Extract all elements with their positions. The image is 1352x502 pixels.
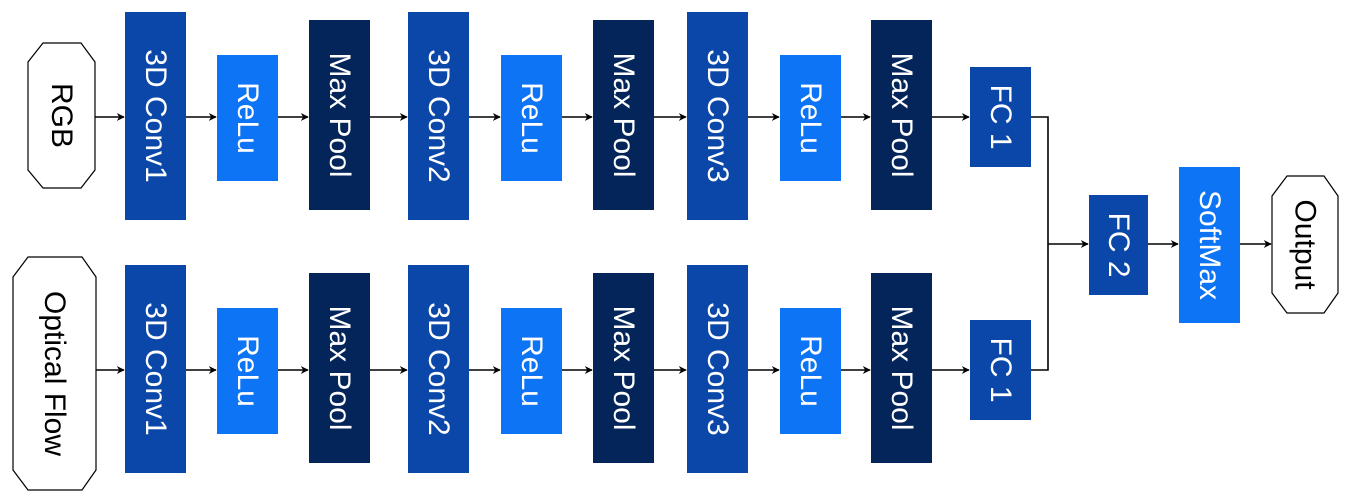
block-bottom-pool1 xyxy=(309,273,370,463)
block-top-pool3-label: Max Pool xyxy=(885,52,918,177)
block-bottom-relu2-label: ReLu xyxy=(515,335,548,407)
block-top-relu1 xyxy=(217,55,278,181)
output-terminal xyxy=(1271,175,1339,314)
block-bottom-conv3-label: 3D Conv3 xyxy=(701,302,734,435)
block-top-relu3-label: ReLu xyxy=(794,82,827,154)
block-softmax-label: SoftMax xyxy=(1193,190,1226,300)
block-bottom-conv1-label: 3D Conv1 xyxy=(139,302,172,435)
block-top-relu1-label: ReLu xyxy=(231,82,264,154)
block-top-conv2-label: 3D Conv2 xyxy=(422,49,455,182)
block-bottom-pool1-label: Max Pool xyxy=(323,305,356,430)
merge-line-top xyxy=(1031,116,1049,244)
input-terminal-optical-flow xyxy=(12,256,97,491)
block-top-conv1-label: 3D Conv1 xyxy=(139,49,172,182)
input-terminal-rgb xyxy=(27,42,96,189)
block-bottom-conv2 xyxy=(408,265,469,473)
block-bottom-pool2 xyxy=(593,273,654,463)
block-top-pool3 xyxy=(871,20,932,210)
merge-connector xyxy=(1031,116,1272,371)
block-fc2 xyxy=(1089,195,1148,295)
block-top-conv3-label: 3D Conv3 xyxy=(701,49,734,182)
block-top-conv1 xyxy=(125,12,186,220)
block-bottom-pool3-label: Max Pool xyxy=(885,305,918,430)
block-top-pool1 xyxy=(309,20,370,210)
block-bottom-relu3-label: ReLu xyxy=(794,335,827,407)
optical-flow-stream: Optical Flow 3D Conv1 ReLu Max Pool 3D C… xyxy=(12,256,1031,491)
input-label-rgb: RGB xyxy=(45,83,78,148)
block-bottom-relu2 xyxy=(501,308,562,434)
input-label-optical-flow: Optical Flow xyxy=(38,291,71,456)
block-top-fc1-label: FC 1 xyxy=(984,84,1017,149)
fusion-head: FC 2 SoftMax Output xyxy=(1031,116,1339,371)
block-top-pool2 xyxy=(593,20,654,210)
block-bottom-fc1-label: FC 1 xyxy=(984,337,1017,402)
output-label: Output xyxy=(1289,199,1322,290)
block-top-conv3 xyxy=(687,12,748,220)
merge-line-bottom xyxy=(1031,244,1049,371)
block-softmax xyxy=(1179,167,1240,323)
block-top-fc1 xyxy=(970,67,1031,167)
block-fc2-label: FC 2 xyxy=(1102,212,1135,277)
block-top-pool1-label: Max Pool xyxy=(323,52,356,177)
block-bottom-relu3 xyxy=(780,308,841,434)
block-top-relu2-label: ReLu xyxy=(515,82,548,154)
block-bottom-pool3 xyxy=(871,273,932,463)
block-top-relu3 xyxy=(780,55,841,181)
block-bottom-pool2-label: Max Pool xyxy=(607,305,640,430)
rgb-stream: RGB 3D Conv1 ReLu Max Pool 3D Conv2 ReLu… xyxy=(27,12,1031,220)
block-bottom-conv3 xyxy=(687,265,748,473)
block-top-conv2 xyxy=(408,12,469,220)
block-bottom-conv2-label: 3D Conv2 xyxy=(422,302,455,435)
block-bottom-conv1 xyxy=(125,265,186,473)
block-bottom-relu1-label: ReLu xyxy=(231,335,264,407)
block-top-relu2 xyxy=(501,55,562,181)
block-bottom-fc1 xyxy=(970,320,1031,420)
block-top-pool2-label: Max Pool xyxy=(607,52,640,177)
block-bottom-relu1 xyxy=(217,308,278,434)
